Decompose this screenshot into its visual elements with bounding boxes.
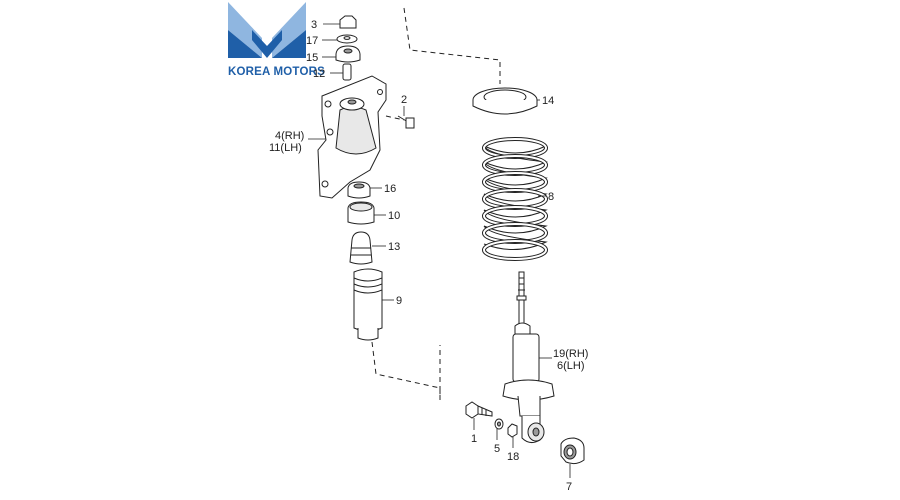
spring-seat <box>472 87 540 115</box>
sleeve <box>330 63 352 81</box>
coil-spring <box>482 137 548 261</box>
callout-11-lh: 11(LH) <box>269 142 302 154</box>
upper-bushing <box>322 45 361 63</box>
lower-nut <box>507 423 518 448</box>
callout-12: 12 <box>313 68 325 80</box>
dust-cover <box>353 268 394 341</box>
callout-5: 5 <box>494 443 500 455</box>
washer <box>322 34 358 44</box>
callout-4-rh: 4(RH) <box>275 130 304 142</box>
callout-7: 7 <box>566 481 572 493</box>
callout-18: 18 <box>507 451 519 463</box>
lower-bolt <box>465 401 493 430</box>
callout-14: 14 <box>542 95 554 107</box>
callout-19-rh: 19(RH) <box>553 348 588 360</box>
lower-washer <box>494 418 504 440</box>
brand-name: KOREA MOTORS <box>228 66 325 78</box>
lower-bushing <box>560 437 585 478</box>
mounting-bolt <box>397 106 415 129</box>
callout-2: 2 <box>401 94 407 106</box>
upper-mount-bracket <box>308 75 387 199</box>
assembly-guide-lines <box>371 7 501 400</box>
stopper-cap <box>347 181 382 199</box>
callout-13: 13 <box>388 241 400 253</box>
brand-logo-icon <box>228 2 306 58</box>
shock-absorber <box>502 271 555 444</box>
callout-10: 10 <box>388 210 400 222</box>
callout-3: 3 <box>311 19 317 31</box>
callout-8: 8 <box>548 191 554 203</box>
rubber-mount <box>347 201 386 225</box>
top-nut <box>323 15 357 29</box>
bump-stopper <box>349 231 386 265</box>
callout-9: 9 <box>396 295 402 307</box>
callout-1: 1 <box>471 433 477 445</box>
callout-17: 17 <box>306 35 318 47</box>
callout-16: 16 <box>384 183 396 195</box>
callout-15: 15 <box>306 52 318 64</box>
callout-6-lh: 6(LH) <box>557 360 585 372</box>
